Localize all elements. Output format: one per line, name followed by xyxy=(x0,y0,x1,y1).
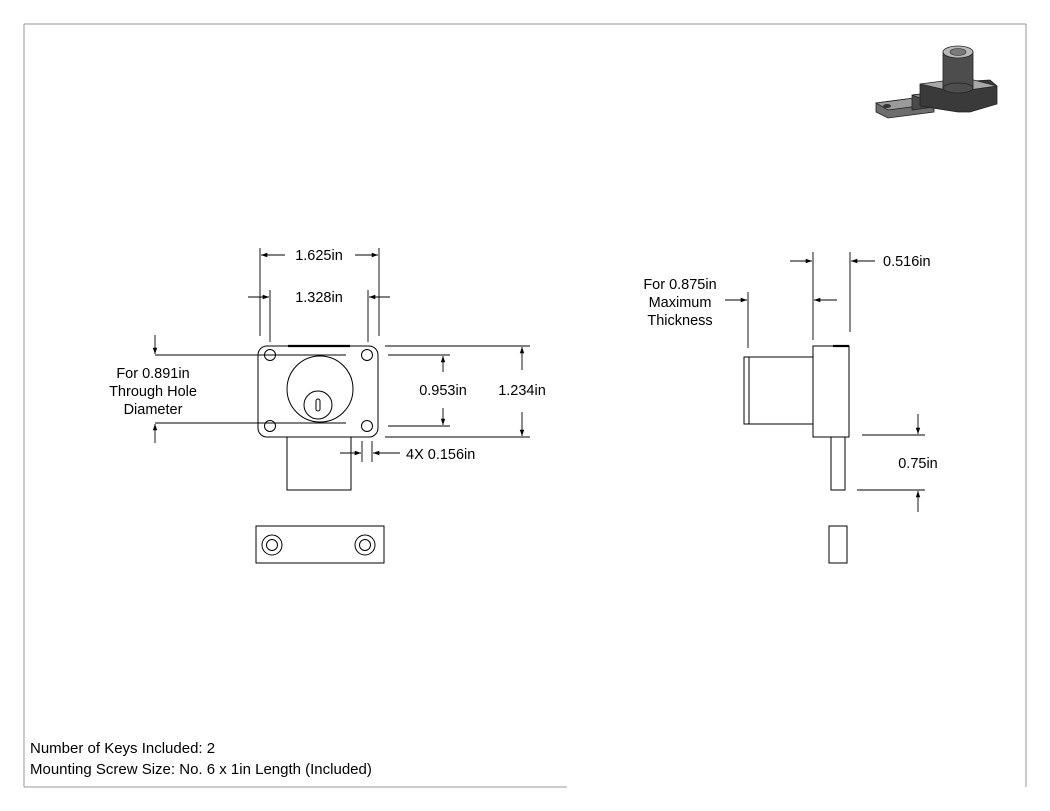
mounting-holes-label: 4X 0.156in xyxy=(406,447,475,463)
overall-height-label: 1.234in xyxy=(498,383,546,399)
side-dimensions xyxy=(725,252,925,512)
side-strike-plate xyxy=(828,525,848,564)
through-hole-note-line2: Through Hole xyxy=(109,384,197,400)
thickness-note-line2: Maximum xyxy=(649,295,712,311)
cylinder-body xyxy=(286,355,354,423)
lock-isometric-icon xyxy=(874,45,998,119)
keys-included-note: Number of Keys Included: 2 xyxy=(30,740,216,757)
through-hole-note-line3: Diameter xyxy=(124,402,183,418)
side-view xyxy=(743,344,850,564)
sheet-frame xyxy=(23,23,1027,788)
mounting-hole xyxy=(264,420,276,432)
front-bolt xyxy=(286,436,352,491)
through-hole-note-line1: For 0.891in xyxy=(116,366,189,382)
front-dimensions xyxy=(152,248,530,462)
bolt-extension-label: 0.75in xyxy=(898,456,938,472)
strike-plate xyxy=(255,525,385,564)
mounting-hole xyxy=(361,420,373,432)
hole-spacing-width-label: 1.328in xyxy=(295,290,343,306)
mounting-hole xyxy=(361,349,373,361)
mounting-screw-note: Mounting Screw Size: No. 6 x 1in Length … xyxy=(30,761,372,778)
front-view xyxy=(255,344,385,564)
hole-spacing-height-label: 0.953in xyxy=(419,383,467,399)
side-flange xyxy=(812,345,850,438)
side-cylinder xyxy=(743,356,814,425)
flange-thickness-label: 0.516in xyxy=(883,254,931,270)
thickness-note-line1: For 0.875in xyxy=(643,277,716,293)
side-bolt xyxy=(830,436,846,491)
keyway-plug xyxy=(303,390,333,420)
overall-width-label: 1.625in xyxy=(295,248,343,264)
thickness-note-line3: Thickness xyxy=(647,313,712,329)
